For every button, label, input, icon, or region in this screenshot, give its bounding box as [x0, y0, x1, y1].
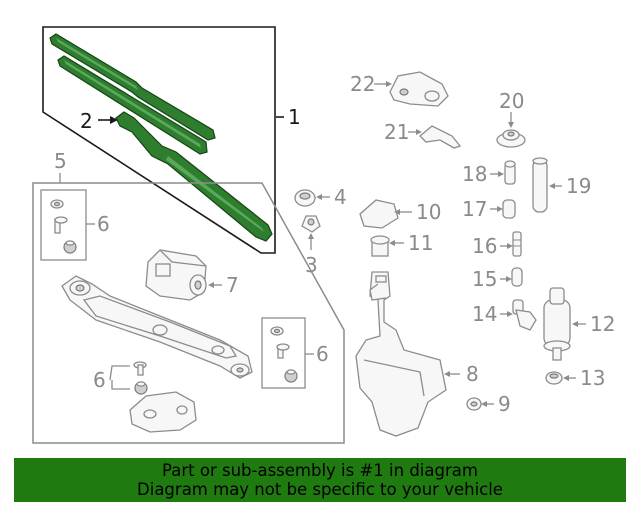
callout-21: 21 — [384, 120, 409, 144]
hardware-6-right[interactable] — [270, 326, 298, 383]
callout-5: 5 — [54, 149, 67, 173]
footer-line-1: Part or sub-assembly is #1 in diagram — [162, 461, 478, 480]
callout-6-lower: 6 — [93, 368, 106, 392]
grommet-20[interactable] — [496, 129, 526, 148]
callout-22: 22 — [350, 72, 375, 96]
hardware-6-upper[interactable] — [50, 199, 77, 254]
callout-8: 8 — [466, 362, 479, 386]
callout-7: 7 — [226, 273, 239, 297]
wiper-arm[interactable] — [115, 111, 273, 242]
callout-11: 11 — [408, 231, 433, 255]
callout-3: 3 — [305, 253, 318, 277]
clip-21[interactable] — [419, 125, 462, 149]
grommet-13[interactable] — [545, 371, 563, 385]
connector-14[interactable] — [512, 299, 537, 331]
connector-16[interactable] — [512, 231, 522, 257]
wiper-motor[interactable] — [145, 249, 207, 301]
wiper-blade-upper[interactable] — [49, 33, 216, 141]
washer-reservoir[interactable] — [355, 271, 447, 437]
callout-12: 12 — [590, 312, 615, 336]
grommet-9[interactable] — [466, 397, 482, 411]
callout-13: 13 — [580, 366, 605, 390]
callout-9: 9 — [498, 392, 511, 416]
connector-15[interactable] — [511, 267, 523, 287]
connector-17[interactable] — [502, 199, 516, 219]
wiper-linkage[interactable] — [61, 275, 253, 379]
cap-10[interactable] — [359, 199, 399, 229]
callout-10: 10 — [416, 200, 441, 224]
nozzle-22[interactable] — [389, 71, 449, 107]
parts-diagram: 1 2 5 6 6 6 — [32, 26, 615, 444]
callout-14: 14 — [472, 302, 497, 326]
callout-15: 15 — [472, 267, 497, 291]
footer-notice: Part or sub-assembly is #1 in diagram Di… — [14, 458, 626, 502]
callout-6-right: 6 — [316, 342, 329, 366]
part-5-frame — [32, 182, 345, 444]
wiper-blade-lower[interactable] — [57, 55, 208, 155]
cap-11[interactable] — [370, 235, 390, 257]
callout-19: 19 — [566, 174, 591, 198]
callout-16: 16 — [472, 234, 497, 258]
callout-1: 1 — [288, 105, 301, 129]
hose-19[interactable] — [532, 157, 548, 213]
grommet-4[interactable] — [294, 189, 316, 207]
callout-4: 4 — [334, 185, 347, 209]
callout-18: 18 — [462, 162, 487, 186]
callout-6-upper: 6 — [97, 212, 110, 236]
callout-2: 2 — [80, 109, 93, 133]
washer-pump[interactable] — [543, 287, 571, 361]
connector-18[interactable] — [504, 160, 516, 185]
callout-17: 17 — [462, 197, 487, 221]
hardware-6-lower[interactable] — [133, 361, 148, 395]
callout-20: 20 — [499, 89, 524, 113]
motor-bracket[interactable] — [129, 391, 197, 433]
footer-line-2: Diagram may not be specific to your vehi… — [137, 480, 503, 499]
nut-3[interactable] — [301, 215, 321, 233]
